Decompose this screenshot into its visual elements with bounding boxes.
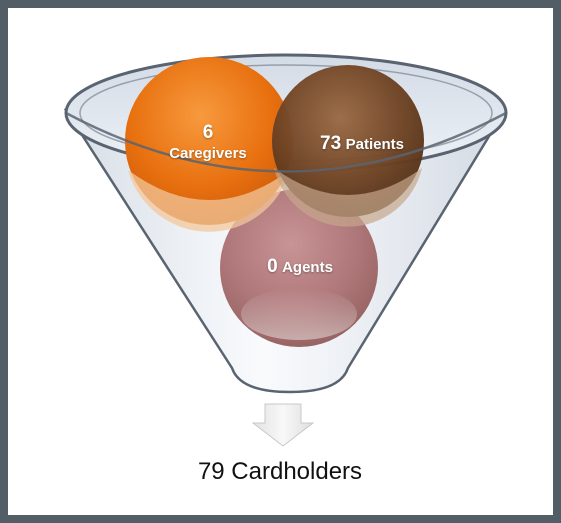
agents-count: 0: [267, 256, 278, 277]
agents-text: Agents: [282, 259, 333, 276]
total-cardholders-label: 79 Cardholders: [197, 458, 363, 485]
caregivers-label: 6 Caregivers: [148, 122, 268, 163]
down-arrow-icon: [251, 403, 315, 447]
patients-label: 73 Patients: [292, 133, 432, 156]
agents-label: 0 Agents: [240, 256, 360, 279]
patients-circle: [272, 65, 424, 227]
caregivers-circle: [125, 57, 293, 232]
patients-count: 73: [320, 133, 342, 154]
agents-circle: [220, 189, 378, 347]
caregivers-count: 6: [202, 122, 214, 143]
funnel-rim-front: [65, 111, 507, 173]
patients-text: Patients: [345, 136, 404, 153]
caregivers-text: Caregivers: [169, 144, 247, 162]
